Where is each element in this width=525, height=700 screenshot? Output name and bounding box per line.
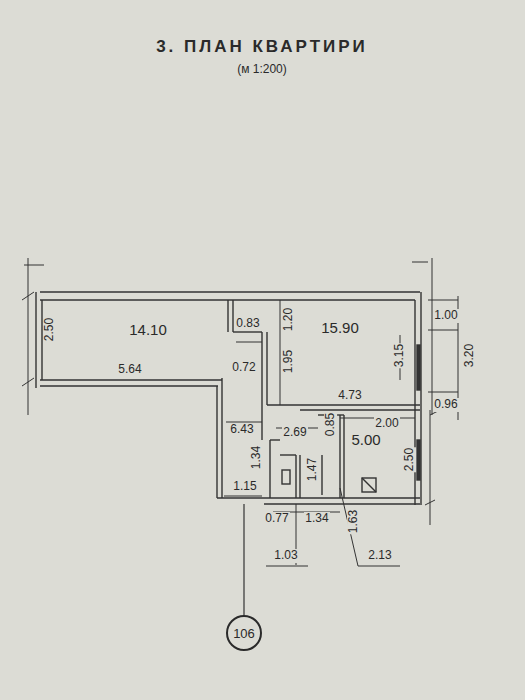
- dimension-label: 3.15: [393, 343, 406, 368]
- dimension-label: 3.20: [463, 343, 476, 368]
- plan-title: 3. ПЛАН КВАРТИРИ: [155, 38, 369, 57]
- dimension-label: 2.13: [367, 549, 392, 562]
- dimension-label: 1.03: [273, 549, 298, 562]
- dimension-label: 0.96: [433, 398, 458, 411]
- dimension-label: 2.00: [374, 417, 399, 430]
- dimension-label: 2.50: [43, 317, 56, 342]
- dimension-label: 4.73: [337, 389, 362, 402]
- dimension-label: 1.34: [250, 445, 263, 470]
- dimension-label: 1.15: [232, 480, 257, 493]
- dimension-label: 5.64: [117, 363, 142, 376]
- room-area: 14.10: [128, 322, 168, 339]
- dimension-label: 0.83: [235, 317, 260, 330]
- dimension-label: 1.95: [282, 349, 295, 374]
- dimension-label: 2.69: [282, 426, 307, 439]
- dimension-label: 1.34: [304, 512, 329, 525]
- dimension-label: 1.63: [347, 509, 360, 534]
- room-area: 5.00: [350, 432, 381, 449]
- dimension-label: 1.20: [282, 307, 295, 332]
- dimension-label: 0.72: [231, 361, 256, 374]
- dimension-label: 0.85: [324, 412, 337, 437]
- callout-number: 106: [233, 626, 255, 641]
- dimension-label: 6.43: [229, 423, 254, 436]
- room-area: 15.90: [320, 320, 360, 337]
- scale-note: (м 1:200): [236, 63, 288, 76]
- dimension-label: 1.00: [433, 309, 458, 322]
- dimension-label: 2.50: [403, 447, 416, 472]
- callout-circle: 106: [226, 615, 262, 651]
- dimension-label: 1.47: [306, 457, 319, 482]
- dimension-label: 0.77: [264, 512, 289, 525]
